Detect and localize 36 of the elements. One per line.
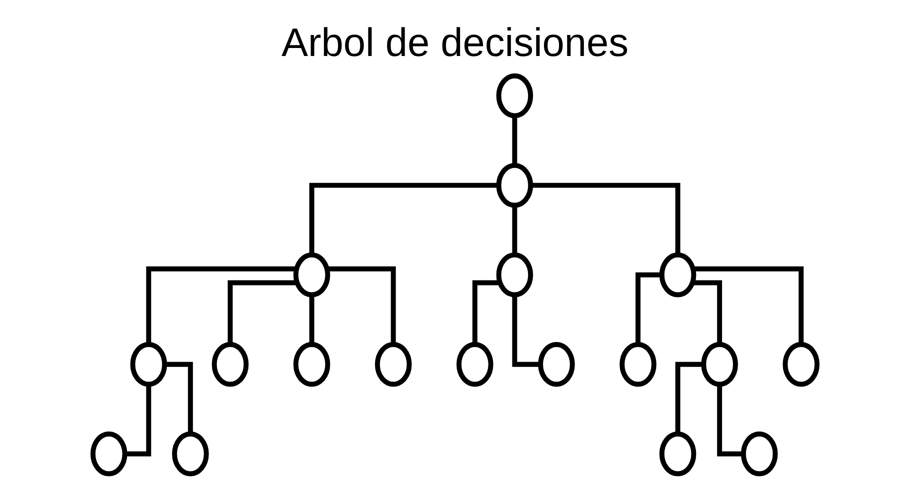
connector [309, 182, 499, 254]
connector [125, 385, 152, 456]
node-circle [740, 432, 778, 476]
connector [692, 280, 722, 344]
connector [228, 280, 297, 344]
node-circle [293, 342, 330, 387]
node-circle [701, 342, 738, 387]
node-circle [374, 342, 412, 387]
node-circle [620, 342, 656, 387]
node-circle [90, 432, 128, 476]
connector [309, 296, 314, 344]
connector [530, 182, 680, 254]
connector [328, 266, 396, 344]
connector [693, 266, 804, 344]
node-circle [212, 342, 249, 387]
node-circle [172, 432, 209, 476]
node-circle [496, 252, 534, 298]
node-circle [496, 162, 534, 208]
connector [164, 362, 193, 434]
node-circle [538, 342, 575, 387]
connector [512, 296, 540, 367]
node-circle [659, 252, 696, 298]
connector [636, 272, 662, 344]
connector [675, 362, 704, 434]
connector [146, 266, 296, 344]
connector [512, 116, 518, 166]
node-circle [293, 252, 330, 298]
node-circle [496, 73, 534, 118]
connector [472, 280, 500, 344]
node-circle [659, 432, 696, 476]
node-circle [456, 342, 494, 387]
node-circle [130, 342, 168, 387]
connector [512, 206, 518, 255]
connector [717, 385, 744, 456]
node-circle [782, 342, 820, 387]
diagram-title: Arbol de decisiones [281, 21, 629, 66]
